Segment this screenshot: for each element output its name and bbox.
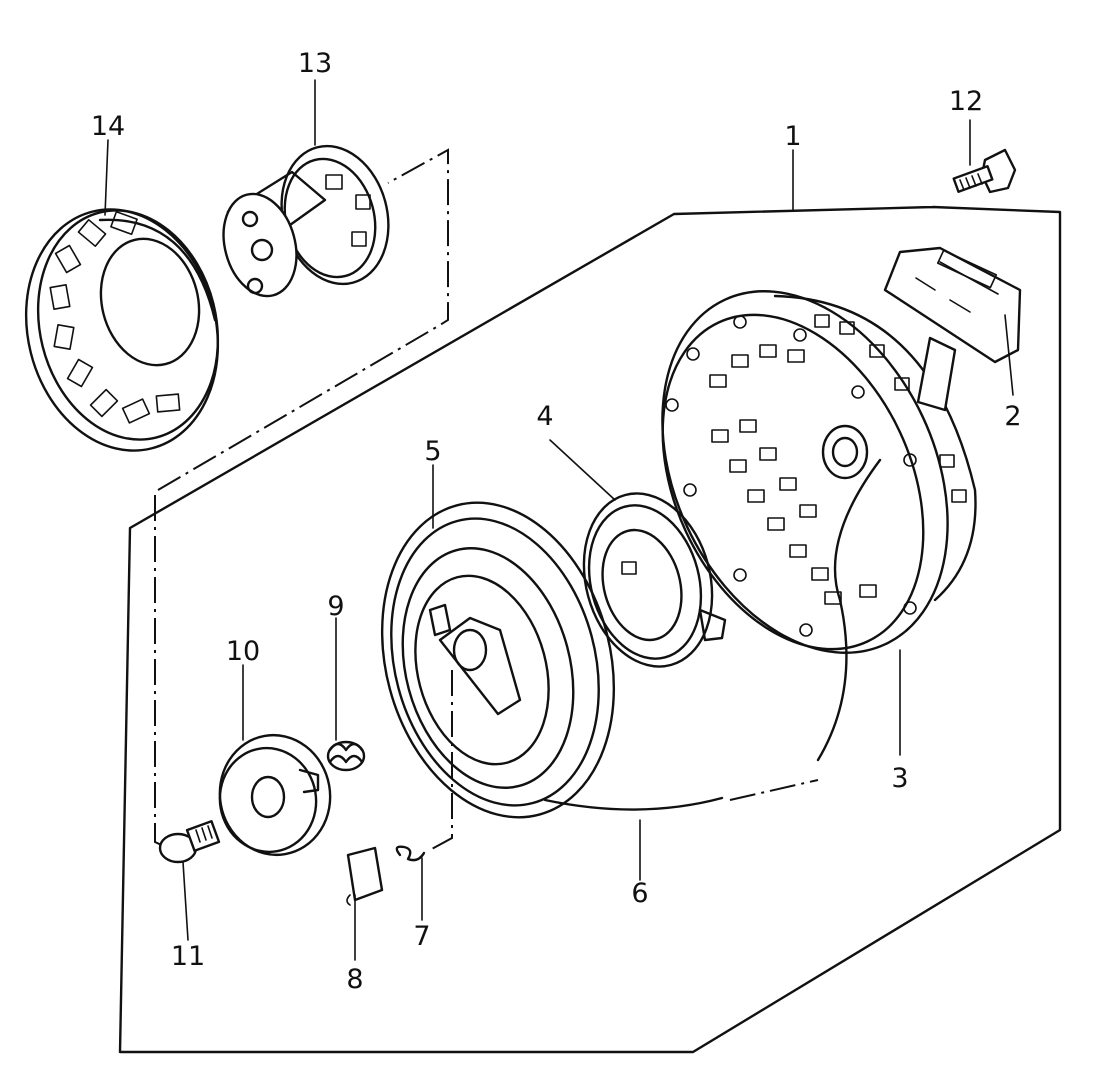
callout-3: 3 bbox=[891, 763, 908, 794]
part-5-reel bbox=[380, 501, 616, 819]
callout-2: 2 bbox=[1004, 401, 1021, 432]
callout-11: 11 bbox=[171, 941, 205, 972]
part-6-rope bbox=[543, 458, 882, 811]
callout-5: 5 bbox=[424, 436, 441, 467]
part-11-screw bbox=[158, 820, 221, 864]
part-2-handle bbox=[883, 246, 1022, 412]
callout-8: 8 bbox=[346, 964, 363, 995]
part-13-hub bbox=[222, 144, 390, 298]
callouts: 1 2 3 4 5 6 7 8 9 10 11 12 13 14 bbox=[91, 48, 1022, 995]
part-7-clip bbox=[395, 845, 426, 862]
part-12-bolt bbox=[952, 148, 1017, 194]
callout-9: 9 bbox=[327, 591, 344, 622]
assembly-boundary bbox=[118, 148, 1062, 1054]
part-10-ratchet bbox=[218, 733, 332, 857]
part-14-cover bbox=[24, 208, 220, 452]
part-3-case bbox=[661, 290, 977, 654]
leader-lines bbox=[104, 79, 1014, 961]
callout-1: 1 bbox=[784, 121, 801, 152]
part-8-plate bbox=[346, 846, 384, 906]
callout-4: 4 bbox=[536, 401, 553, 432]
callout-6: 6 bbox=[631, 878, 648, 909]
callout-10: 10 bbox=[226, 636, 260, 667]
part-9-spring bbox=[326, 740, 366, 772]
callout-12: 12 bbox=[949, 86, 983, 117]
callout-13: 13 bbox=[298, 48, 332, 79]
callout-7: 7 bbox=[413, 921, 430, 952]
part-4-spring bbox=[582, 492, 727, 668]
callout-14: 14 bbox=[91, 111, 125, 142]
